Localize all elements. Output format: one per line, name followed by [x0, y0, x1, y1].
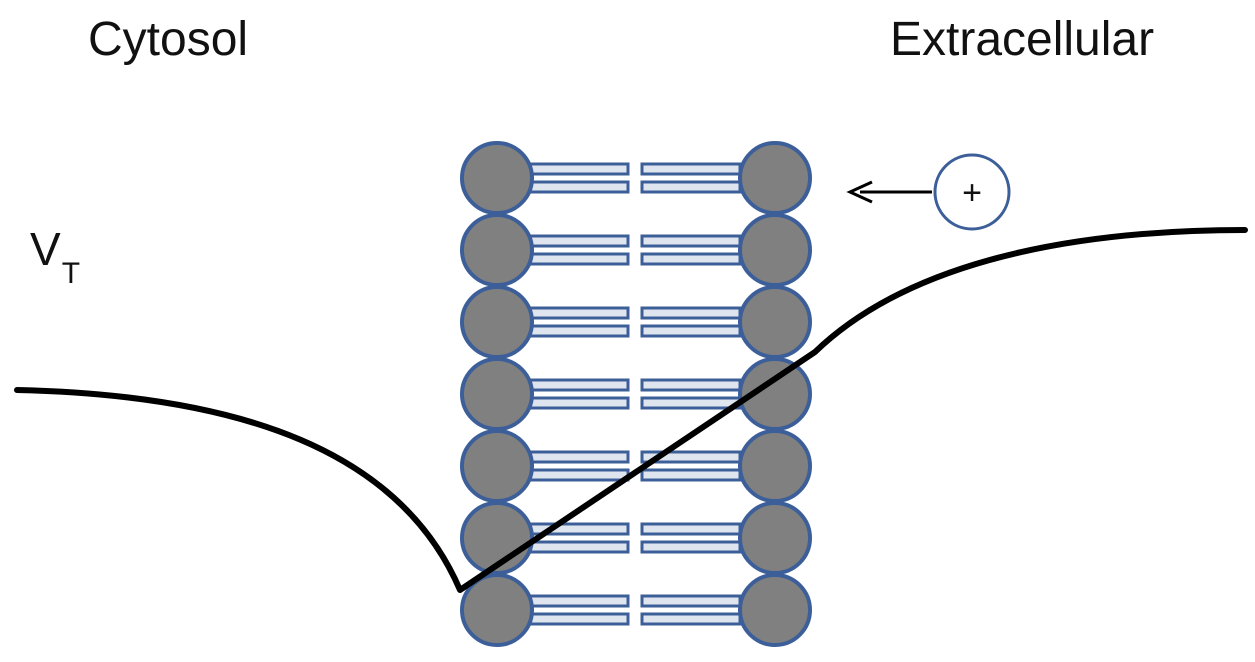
- lipid-tail: [640, 522, 742, 536]
- lipid-tail: [640, 612, 742, 626]
- lipid-head-outer: [738, 285, 812, 359]
- cytosol-label: Cytosol: [88, 13, 249, 66]
- lipid-tail: [640, 324, 742, 338]
- lipid-head-inner: [460, 285, 534, 359]
- lipid-tail: [528, 594, 630, 608]
- lipid-tail: [528, 450, 630, 464]
- lipid-tail: [640, 468, 742, 482]
- lipid-tail: [528, 612, 630, 626]
- phospholipid-row: [460, 141, 812, 215]
- lipid-tail: [528, 306, 630, 320]
- lipid-tail: [528, 324, 630, 338]
- potential-subscript: T: [61, 257, 81, 290]
- positive-ion: +: [933, 153, 1011, 231]
- lipid-tail: [640, 396, 742, 410]
- lipid-tail: [640, 252, 742, 266]
- lipid-head-inner: [460, 573, 534, 647]
- lipid-head-outer: [738, 573, 812, 647]
- extracellular-label: Extracellular: [890, 13, 1155, 66]
- lipid-bilayer: [460, 141, 812, 647]
- lipid-tail: [640, 594, 742, 608]
- lipid-tail: [528, 540, 630, 554]
- ion-arrow: [846, 180, 932, 204]
- lipid-head-outer: [738, 141, 812, 215]
- lipid-head-outer: [738, 429, 812, 503]
- lipid-tail: [528, 468, 630, 482]
- lipid-tail: [640, 234, 742, 248]
- ion-charge-sign: +: [962, 174, 982, 212]
- lipid-tail: [528, 396, 630, 410]
- lipid-tail: [640, 162, 742, 176]
- phospholipid-row: [460, 501, 812, 575]
- phospholipid-row: [460, 429, 812, 503]
- threshold-potential-label: VT: [30, 222, 80, 290]
- lipid-head-outer: [738, 501, 812, 575]
- potential-curve: [14, 227, 1248, 593]
- phospholipid-row: [460, 573, 812, 647]
- lipid-tail: [640, 540, 742, 554]
- lipid-tail: [528, 252, 630, 266]
- lipid-head-outer: [738, 213, 812, 287]
- phospholipid-row: [460, 357, 812, 431]
- lipid-head-inner: [460, 213, 534, 287]
- lipid-head-inner: [460, 141, 534, 215]
- lipid-tail: [640, 306, 742, 320]
- phospholipid-row: [460, 285, 812, 359]
- lipid-tail: [528, 234, 630, 248]
- phospholipid-row: [460, 213, 812, 287]
- lipid-tail: [528, 180, 630, 194]
- lipid-tail: [640, 378, 742, 392]
- lipid-head-inner: [460, 429, 534, 503]
- potential-symbol: V: [30, 223, 61, 275]
- lipid-tail: [640, 180, 742, 194]
- lipid-head-inner: [460, 357, 534, 431]
- lipid-tail: [528, 378, 630, 392]
- lipid-tail: [528, 162, 630, 176]
